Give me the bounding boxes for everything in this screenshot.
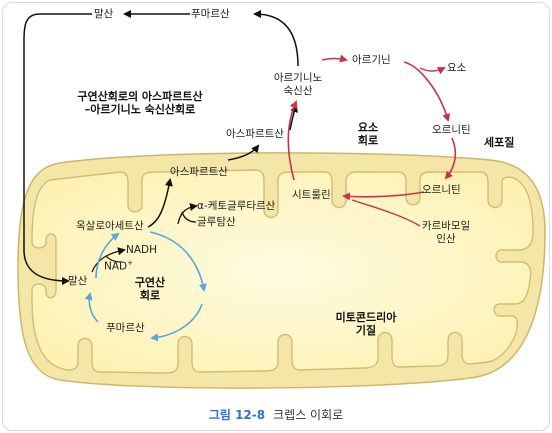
urea-line-carbamoyl: [351, 199, 421, 227]
label-arginine: 아르기닌: [352, 54, 391, 66]
urea-arrow-ornithine-to-citrulline: [342, 191, 425, 201]
label-alpha-ketoglutarate: α-케토글루타르산: [197, 200, 276, 212]
line-glutamate: [181, 211, 197, 223]
arrow-nadh: [91, 247, 126, 273]
label-argininosuccinate-line1: 아르기니노: [273, 72, 323, 84]
title-urea-cycle-line1: 요소: [357, 121, 379, 134]
label-aspartate-cytosol: 아스파르트산: [226, 128, 284, 140]
label-glutamate: 글루탐산: [197, 216, 236, 228]
arrow-oxaloacetate-to-aspartate: [147, 178, 173, 228]
title-mitochondrial-matrix: 미토콘드리아 기질: [326, 311, 406, 337]
urea-arrow-argininosuccinate-to-arginine: [321, 54, 348, 63]
urea-arrow-urea-release: [419, 67, 446, 75]
label-ornithine-cytosol: 오르니틴: [432, 124, 471, 136]
label-citrulline: 시트룰린: [292, 189, 331, 201]
title-urea-cycle: 요소 회로: [348, 121, 388, 147]
label-nadh: NADH: [126, 244, 158, 256]
label-aspartate-matrix: 아스파르트산: [170, 166, 228, 178]
label-nad-superscript: +: [127, 259, 133, 267]
title-matrix-line1: 미토콘드리아: [335, 311, 397, 324]
title-tca-cycle-line2: 회로: [139, 289, 161, 302]
label-carbamoyl-line2: 인산: [436, 233, 456, 245]
label-malate-matrix: 말산: [68, 275, 88, 287]
label-argininosuccinate-line2: 숙신산: [283, 85, 313, 97]
line-nad: [105, 255, 123, 263]
mitochondrion-inner-membrane: [31, 169, 534, 374]
urea-arrow-citrulline-to-argininosuccinate: [287, 100, 298, 181]
arrow-alpha-ketoglutarate: [177, 203, 198, 225]
title-aspartate-argininosuccinate-shunt: 구연산회로의 아스파르트산 –아르기니노 숙신산회로: [60, 90, 220, 116]
title-tca-cycle: 구연산 회로: [128, 276, 172, 302]
title-matrix-line2: 기질: [355, 324, 377, 337]
title-shunt-line2: –아르기니노 숙신산회로: [84, 103, 196, 116]
label-ornithine-matrix: 오르니틴: [422, 184, 461, 196]
label-nad-text: NAD: [104, 260, 128, 273]
label-carbamoyl-phosphate: 카르바모일 인산: [418, 220, 474, 246]
label-carbamoyl-line1: 카르바모일: [421, 220, 471, 232]
arrow-malate-to-mito-malate: [23, 13, 92, 285]
tca-arrow-4: [95, 232, 120, 279]
label-argininosuccinate: 아르기니노 숙신산: [268, 72, 328, 98]
urea-arrow-arginine-to-ornithine: [403, 61, 451, 122]
label-fumarate-matrix: 푸마르산: [106, 322, 145, 334]
caption-title: 크렙스 이회로: [273, 408, 344, 422]
tca-arrow-2: [150, 303, 203, 342]
title-tca-cycle-line1: 구연산: [134, 276, 166, 289]
title-urea-cycle-line2: 회로: [357, 134, 379, 147]
label-oxaloacetate: 옥살로아세트산: [76, 220, 144, 232]
urea-arrow-ornithine-import: [444, 137, 457, 180]
label-urea: 요소: [447, 62, 467, 74]
label-malate-cytosol: 말산: [94, 8, 114, 20]
figure-caption: 그림 12-8 크렙스 이회로: [0, 406, 552, 423]
title-cytosol: 세포질: [484, 136, 515, 149]
title-shunt-line1: 구연산회로의 아스파르트산: [77, 90, 203, 103]
label-fumarate-cytosol: 푸마르산: [191, 8, 230, 20]
label-nad: NAD+: [104, 257, 133, 274]
arrow-aspartate-efflux: [227, 144, 260, 161]
tca-arrow-3: [84, 292, 99, 323]
tca-arrow-1: [149, 231, 207, 292]
caption-number: 그림 12-8: [208, 408, 266, 422]
arrow-argininosuccinate-to-fumarate: [253, 10, 299, 67]
